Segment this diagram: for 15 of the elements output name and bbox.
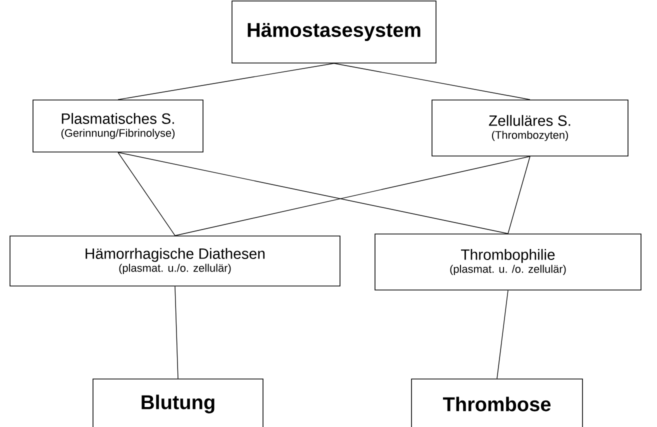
box: Hämostasesystem <box>232 0 436 64</box>
box: Zelluläres S. (Thrombozyten) <box>432 100 628 156</box>
connector-line <box>334 63 530 100</box>
connector-line <box>118 63 334 100</box>
connector-line <box>174 286 178 379</box>
connector-line <box>118 152 508 234</box>
connector-line <box>118 152 176 236</box>
connector-line <box>508 156 530 234</box>
connector-line <box>174 156 530 236</box>
box: Plasmatisches S. (Gerinnung/Fibrinolyse) <box>32 100 204 152</box>
connector-line <box>496 290 508 379</box>
box: Blutung <box>92 378 264 427</box>
box: Thrombophilie (plasmat. u. /o. zellulär) <box>374 234 642 290</box>
box: Thrombose <box>411 378 583 427</box>
box: Hämorrhagische Diathesen (plasmat. u./o. zellulär) <box>10 236 340 286</box>
